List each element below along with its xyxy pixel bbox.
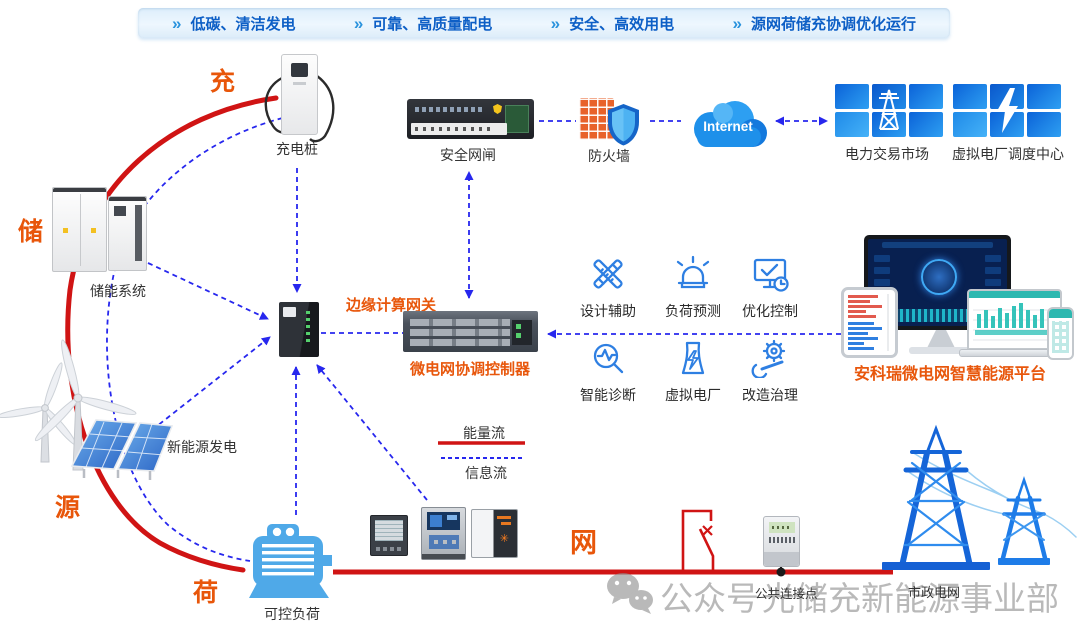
feature-label: 改造治理 [742, 387, 798, 403]
legend-lines [438, 441, 525, 459]
solar-panels [70, 419, 174, 480]
shield-icon [493, 104, 502, 114]
feature-label: 虚拟电厂 [665, 387, 721, 403]
chevron-icon: » [172, 13, 182, 33]
feature-label: 智能诊断 [580, 387, 636, 403]
platform-phone [1047, 307, 1074, 360]
retrofit-governance-icon [751, 339, 786, 380]
internet-cloud: Internet [683, 95, 773, 153]
energy-flow-arc [65, 95, 279, 573]
feature-smart-diagnosis: 智能诊断 [570, 338, 646, 405]
power-market-tiles [835, 84, 943, 137]
banner-item-consumption: » 安全、高效用电 [551, 13, 674, 34]
protection-relay-device [421, 507, 466, 560]
warning-icon [63, 228, 68, 233]
cloud-icon [694, 101, 767, 147]
charging-pile-label: 充电桩 [276, 141, 318, 157]
legend-energy-label: 能量流 [463, 425, 505, 441]
virtual-power-plant-icon [681, 341, 705, 375]
pcc-label: 公共连接点 [755, 587, 818, 601]
platform-label: 安科瑞微电网智慧能源平台 [854, 366, 1047, 383]
feature-virtual-power-plant: 虚拟电厂 [655, 338, 731, 405]
banner-label: 源网荷储充协调优化运行 [750, 15, 916, 33]
top-banner: » 低碳、清洁发电 » 可靠、高质量配电 » 安全、高效用电 » 源网荷储充协调… [138, 8, 950, 38]
security-gateway-label: 安全网闸 [440, 147, 496, 163]
network-graph [921, 259, 957, 295]
wechat-icon [607, 573, 653, 614]
zone-label-load: 荷 [193, 579, 219, 607]
feature-label: 优化控制 [742, 303, 798, 319]
pcc-dot [776, 567, 786, 577]
firewall-label: 防火墙 [588, 148, 630, 164]
smart-diagnosis-icon [593, 343, 624, 374]
load-forecast-icon [676, 255, 710, 289]
wind-turbines [0, 339, 137, 471]
optimal-control-icon [753, 258, 789, 292]
grid-bus [333, 509, 893, 577]
warning-icon [91, 228, 96, 233]
chevron-icon: » [732, 13, 742, 33]
storage-cabinet-small [108, 196, 147, 271]
pcc-energy-meter [763, 516, 800, 567]
watermark-channel: 公众号 [660, 580, 759, 617]
charging-pile-device [281, 54, 318, 135]
monitor-stand [927, 330, 955, 348]
design-assist-icon [593, 259, 623, 289]
zone-label-charge: 充 [210, 68, 236, 96]
controllable-load-label: 可控负荷 [264, 606, 320, 622]
power-meter-device [370, 515, 408, 556]
feature-retrofit-governance: 改造治理 [732, 338, 808, 405]
banner-item-coordination: » 源网荷储充协调优化运行 [732, 13, 915, 34]
edge-gateway-device [279, 302, 319, 357]
pile-slot [293, 82, 306, 85]
microgrid-controller-device [403, 311, 538, 352]
municipal-grid-label: 市政电网 [908, 585, 961, 600]
banner-label: 可靠、高质量配电 [372, 15, 493, 33]
power-market-label: 电力交易市场 [845, 146, 929, 162]
controllable-load-motor [249, 524, 332, 598]
chevron-icon: » [550, 13, 561, 33]
lightning-icon [997, 88, 1018, 133]
pile-screen [291, 63, 308, 77]
zone-label-source: 源 [55, 494, 81, 522]
feature-design-assist: 设计辅助 [570, 254, 646, 321]
banner-label: 安全、高效用电 [569, 15, 675, 33]
firewall-shield-icon [608, 104, 639, 146]
banner-label: 低碳、清洁发电 [190, 15, 296, 33]
edge-gateway-label: 边缘计算网关 [346, 297, 437, 314]
storage-cabinet-large [52, 187, 107, 272]
chevron-icon: » [353, 13, 364, 33]
banner-item-generation: » 低碳、清洁发电 [172, 13, 295, 34]
vpp-dispatch-label: 虚拟电厂调度中心 [952, 146, 1064, 162]
feature-label: 设计辅助 [580, 303, 636, 319]
feature-optimal-control: 优化控制 [732, 254, 808, 321]
tablet-bar-chart [848, 294, 889, 351]
internet-label: Internet [703, 119, 753, 134]
monitor-base [909, 347, 973, 354]
controller-module-device: ✳ [471, 509, 518, 558]
renewable-label: 新能源发电 [167, 439, 237, 455]
microgrid-controller-label: 微电网协调控制器 [410, 361, 531, 378]
pylon-icon [879, 89, 899, 130]
indicator-icon: ✳ [499, 533, 509, 545]
zone-label-grid: 网 [570, 528, 597, 558]
platform-tablet [841, 287, 898, 358]
breaker-open-x-icon [702, 525, 713, 536]
watermark-account: 光储充新能源事业部 [762, 580, 1059, 617]
transmission-towers [882, 424, 1077, 570]
feature-load-forecast: 负荷预测 [655, 254, 731, 321]
info-flow-arc [106, 113, 301, 562]
info-connectors [147, 116, 857, 515]
legend-info-label: 信息流 [465, 465, 507, 481]
security-gateway-device [407, 99, 534, 139]
feature-label: 负荷预测 [665, 303, 721, 319]
banner-item-distribution: » 可靠、高质量配电 [354, 13, 492, 34]
zone-label-storage: 储 [18, 218, 44, 246]
storage-system-label: 储能系统 [90, 283, 146, 299]
